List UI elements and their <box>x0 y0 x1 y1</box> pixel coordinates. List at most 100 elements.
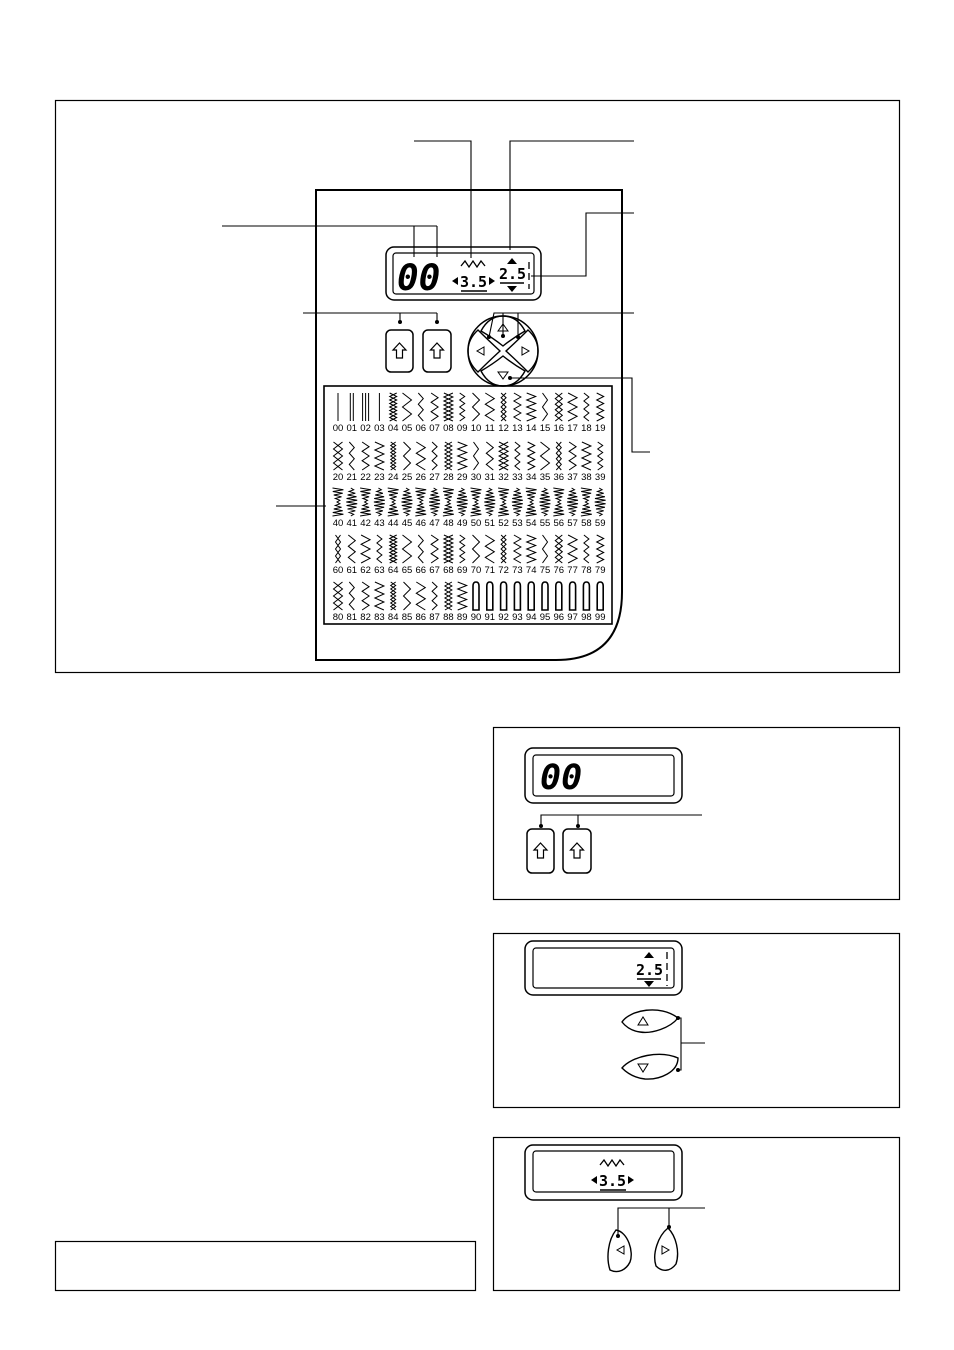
stitch-number: 05 <box>402 423 413 434</box>
stitch-number: 47 <box>429 518 440 529</box>
stitch-glyph <box>332 487 344 517</box>
stitch-number: 37 <box>567 472 578 483</box>
stitch-number: 92 <box>498 612 509 623</box>
stitch-glyph <box>334 534 342 564</box>
stitch-glyph <box>458 534 466 564</box>
triangle-up-icon <box>644 952 654 958</box>
stitch-number: 86 <box>416 612 427 623</box>
length-panel-lcd: 2.5 <box>524 940 683 996</box>
triangle-right-icon <box>628 1176 634 1184</box>
stitch-number: 49 <box>457 518 468 529</box>
stitch-glyph <box>401 392 413 422</box>
stitch-number: 00 <box>333 423 344 434</box>
triangle-left-icon <box>615 1245 625 1255</box>
stitch-number: 54 <box>526 518 537 529</box>
stitch-number: 16 <box>554 423 565 434</box>
stitch-number: 91 <box>485 612 496 623</box>
stitch-glyph <box>389 441 397 471</box>
stitch-glyph <box>401 534 413 564</box>
stitch-glyph <box>442 534 455 564</box>
stitch-number: 56 <box>554 518 565 529</box>
width-panel-lcd: 3.5 <box>524 1144 683 1201</box>
stitch-glyph <box>568 441 578 471</box>
stitch-glyph <box>456 581 469 611</box>
pattern-units-button[interactable] <box>422 329 452 373</box>
length-panel-leader <box>676 1016 705 1072</box>
stitch-glyph <box>472 441 480 471</box>
stitch-number: 68 <box>443 565 454 576</box>
pattern-panel-tens-button[interactable] <box>526 828 555 874</box>
stitch-glyph <box>471 534 481 564</box>
stitch-number: 83 <box>374 612 385 623</box>
stitch-number: 38 <box>581 472 592 483</box>
stitch-number: 79 <box>595 565 606 576</box>
stitch-number: 70 <box>471 565 482 576</box>
pattern-panel-leader <box>539 814 702 828</box>
width-value-display: 3.5 <box>460 273 487 291</box>
stitch-number: 28 <box>443 472 454 483</box>
stitch-glyph <box>373 441 386 471</box>
stitch-glyph <box>401 487 413 517</box>
length-panel-down-button[interactable] <box>621 1053 679 1080</box>
stitch-glyph <box>484 534 496 564</box>
triangle-down-icon <box>507 286 517 292</box>
stitch-number: 48 <box>443 518 454 529</box>
stitch-number: 99 <box>595 612 606 623</box>
pattern-panel-frame <box>492 726 901 901</box>
stitch-glyph <box>388 392 398 422</box>
stitch-number: 43 <box>374 518 385 529</box>
stitch-glyph <box>429 487 441 517</box>
stitch-glyph <box>415 487 427 517</box>
length-panel-up-button[interactable] <box>621 1009 679 1034</box>
pattern-tens-button[interactable] <box>385 329 414 373</box>
triangle-left-icon <box>452 277 458 285</box>
leader-lines <box>222 140 650 507</box>
stitch-number: 27 <box>429 472 440 483</box>
width-right-button[interactable] <box>504 329 539 373</box>
stitch-chart-frame <box>323 385 613 625</box>
stitch-glyph <box>373 581 386 611</box>
stitch-number: 64 <box>388 565 399 576</box>
stitch-glyph <box>402 581 412 611</box>
pattern-panel-units-button[interactable] <box>562 828 592 874</box>
stitch-glyph <box>553 487 565 517</box>
stitch-glyph <box>500 392 507 422</box>
triangle-up-icon <box>507 258 517 264</box>
stitch-number: 85 <box>402 612 413 623</box>
stitch-glyph <box>415 581 427 611</box>
stitch-number: 30 <box>471 472 482 483</box>
stitch-number: 12 <box>498 423 509 434</box>
triangle-left-icon <box>591 1176 597 1184</box>
stitch-number: 13 <box>512 423 523 434</box>
width-left-button[interactable] <box>467 329 502 373</box>
stitch-number: 63 <box>374 565 385 576</box>
width-panel-right-button[interactable] <box>654 1227 679 1271</box>
stitch-glyph <box>442 487 454 517</box>
stitch-number: 18 <box>581 423 592 434</box>
triangle-right-icon <box>661 1245 671 1255</box>
stitch-glyph <box>555 441 562 471</box>
stitch-glyph <box>402 441 412 471</box>
length-panel-value: 2.5 <box>636 961 663 979</box>
stitch-number: 93 <box>512 612 523 623</box>
stitch-glyph <box>389 581 397 611</box>
stitch-number: 89 <box>457 612 468 623</box>
stitch-glyph <box>472 581 480 611</box>
width-panel-left-button[interactable] <box>607 1229 632 1273</box>
stitch-glyph <box>470 487 482 517</box>
stitch-number: 10 <box>471 423 482 434</box>
length-down-button[interactable] <box>480 355 526 387</box>
stitch-number: 51 <box>485 518 496 529</box>
stitch-number: 20 <box>333 472 344 483</box>
stitch-glyph <box>431 581 438 611</box>
stitch-glyph <box>539 487 551 517</box>
stitch-glyph <box>347 534 357 564</box>
stitch-glyph <box>361 441 371 471</box>
stitch-glyph <box>541 392 549 422</box>
stitch-number: 08 <box>443 423 454 434</box>
stitch-number: 45 <box>402 518 413 529</box>
stitch-number: 59 <box>595 518 606 529</box>
stitch-glyph <box>567 534 579 564</box>
stitch-glyph <box>388 534 398 564</box>
stitch-glyph <box>541 534 549 564</box>
